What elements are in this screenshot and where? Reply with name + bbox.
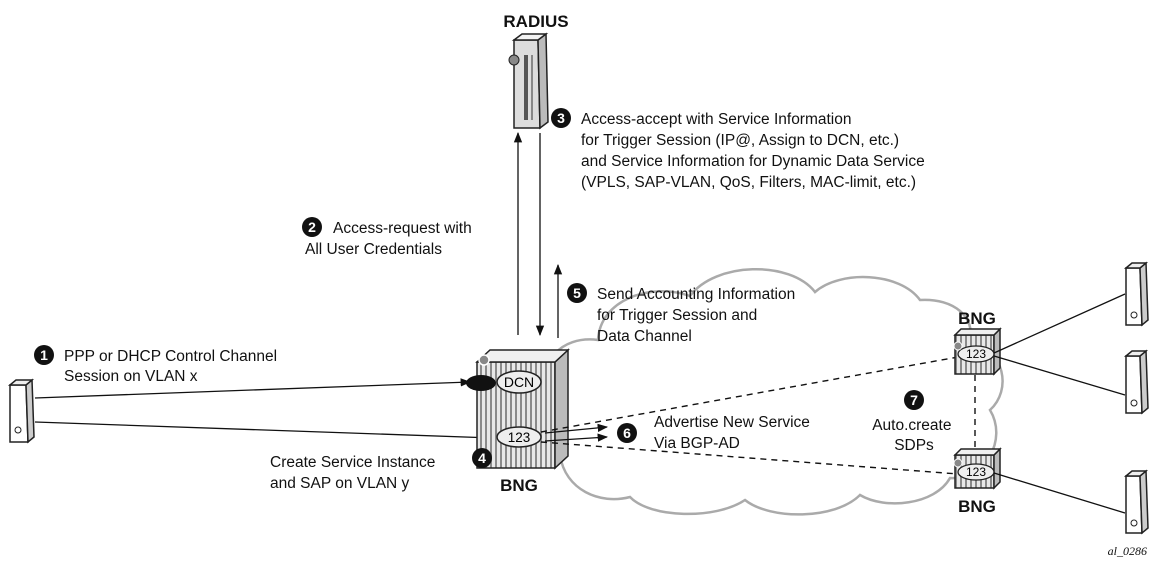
step-5-badge: 5 [567,283,587,303]
top-right-bng-label: BNG [958,309,996,328]
step-7-badge: 7 [904,390,924,410]
svg-text:5: 5 [573,285,581,301]
radius-label: RADIUS [503,12,568,31]
step-6-text: Advertise New Service Via BGP-AD [654,414,814,452]
main-svc-label: 123 [508,430,531,445]
svg-text:3: 3 [557,110,565,126]
advertise-arrow-upper [544,423,609,434]
right-link-3 [993,472,1126,514]
svg-text:2: 2 [308,219,316,235]
svg-text:1: 1 [40,347,48,363]
data-channel-line [34,421,495,442]
figure-id: al_0286 [1108,544,1147,558]
step-2-text: Access-request with All User Credentials [305,220,476,258]
bottom-right-bng-router-icon: 123 [953,447,1002,490]
right-client-device-icon-2 [1123,349,1149,415]
svg-text:6: 6 [623,425,631,441]
advertise-arrow-lower [544,433,609,442]
right-client-device-icon-3 [1123,469,1149,535]
right-link-1 [993,293,1126,354]
step-7-text: Auto.create SDPs [872,417,956,454]
step-3-text: Access-accept with Service Information f… [581,111,929,191]
step-3-badge: 3 [551,108,571,128]
bottom-right-bng-label: BNG [958,497,996,516]
sdp-line-top [540,356,959,433]
bottom-svc-label: 123 [966,465,986,479]
network-cloud [530,267,1004,516]
dcn-label: DCN [504,374,534,390]
step-5-text: Send Accounting Information for Trigger … [597,286,800,345]
right-client-device-icon-1 [1123,261,1149,327]
dcn-service-oval: DCN [496,370,542,394]
control-channel-line [34,378,472,399]
step-4-badge: 4 [472,448,492,468]
step-1-badge: 1 [34,345,54,365]
main-svc-oval: 123 [496,426,542,448]
right-link-2 [993,355,1126,396]
svg-text:7: 7 [910,392,918,408]
main-bng-label: BNG [500,476,538,495]
top-right-bng-router-icon: 123 [953,327,1002,376]
step-6-badge: 6 [617,423,637,443]
radius-server-icon [508,32,549,130]
svg-text:4: 4 [478,450,486,466]
step-4-text: Create Service Instance and SAP on VLAN … [270,454,440,492]
step-2-badge: 2 [302,217,322,237]
client-device-icon [7,378,35,444]
top-svc-label: 123 [966,347,986,361]
step-1-text: PPP or DHCP Control Channel Session on V… [64,348,281,385]
sdp-line-bottom [540,441,959,475]
